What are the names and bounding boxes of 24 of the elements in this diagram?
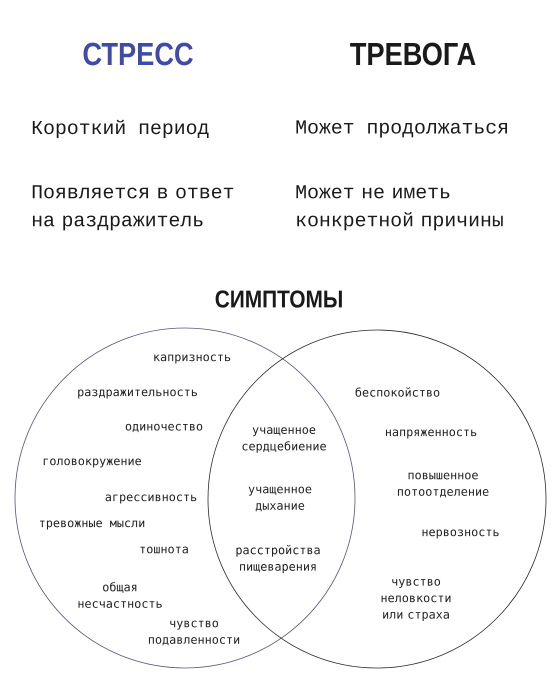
symptom-text: чувство подавленности: [148, 620, 240, 646]
symptom-text: чувство неловкости или страха: [382, 578, 450, 622]
column-heading: СТРЕСС: [84, 42, 193, 66]
symptom-text: капризность: [154, 354, 230, 364]
symptom-text: учащенное сердцебиение: [242, 427, 326, 453]
symptom-text: общая несчастность: [78, 582, 162, 608]
symptom-text: расстройства пищеварения: [236, 544, 320, 574]
section-heading: СИМПТОМЫ: [216, 290, 342, 308]
comparison-text: Появляется в ответ на раздражитель: [32, 185, 234, 230]
symptom-text: раздражительность: [78, 389, 197, 399]
comparison-text: Может не иметь конкретной причины: [296, 185, 503, 230]
symptom-text: нервозность: [422, 529, 499, 539]
symptom-text: беспокойство: [356, 387, 440, 397]
symptom-text: головокружение: [44, 458, 142, 468]
symptom-text: тревожные мысли: [40, 520, 144, 530]
symptom-text: напряженность: [386, 429, 476, 439]
symptom-text: агрессивность: [106, 494, 196, 504]
symptom-text: одиночество: [126, 424, 202, 432]
symptom-text: тошнота: [140, 546, 188, 554]
comparison-text: Может продолжаться: [296, 120, 507, 138]
comparison-text: Короткий период: [32, 120, 209, 138]
symptom-text: учащенное дыхание: [248, 486, 312, 512]
symptom-text: повышенное потоотделение: [398, 472, 488, 498]
column-heading: ТРЕВОГА: [350, 42, 476, 66]
